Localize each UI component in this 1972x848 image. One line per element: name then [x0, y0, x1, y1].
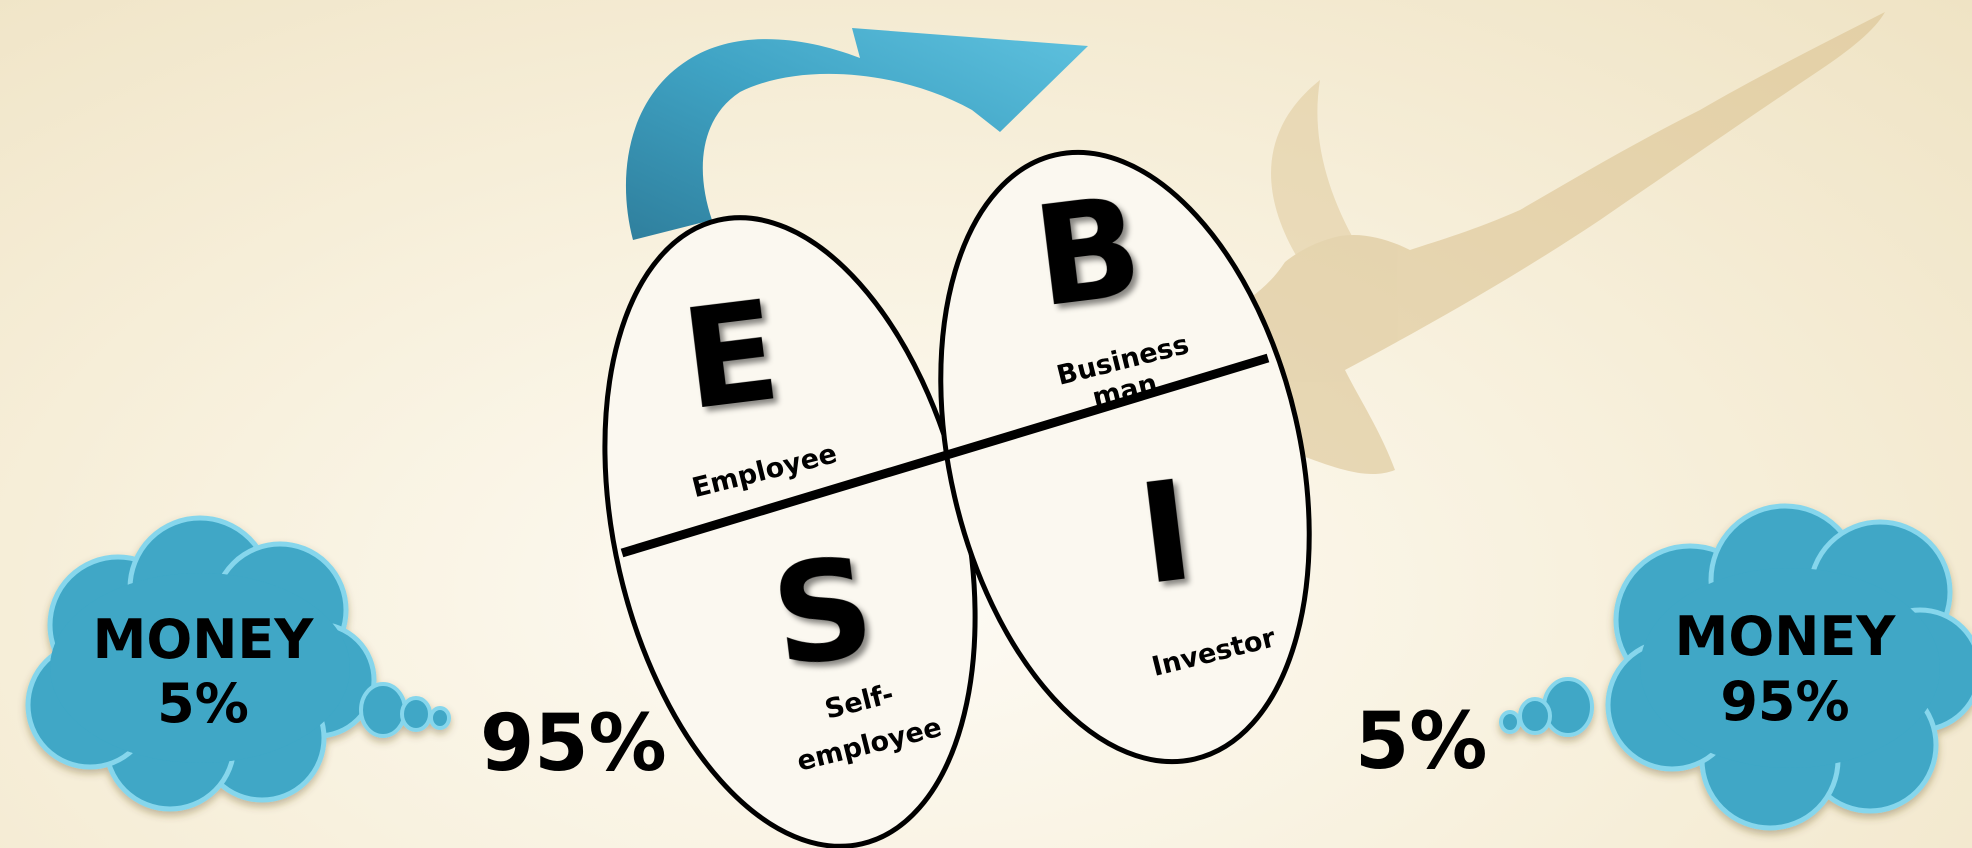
letter-b: B: [1026, 166, 1150, 339]
quadrant-divider-line: [620, 353, 1270, 558]
letter-s: S: [764, 526, 882, 698]
right-ellipse-bi: [938, 149, 1312, 765]
right-cloud-percent: 95%: [1720, 670, 1849, 733]
right-money-cloud: MONEY 95%: [1499, 503, 1972, 831]
left-cloud-percent: 5%: [157, 672, 249, 735]
left-money-cloud: MONEY 5%: [25, 515, 451, 812]
curved-arrow-icon: [625, 28, 1088, 240]
left-cloud-money-label: MONEY: [93, 608, 315, 671]
quadrant-business-man: B Business man: [1026, 166, 1192, 414]
left-population-percent: 95%: [480, 699, 667, 789]
right-population-percent: 5%: [1355, 697, 1487, 787]
right-cloud-money-label: MONEY: [1675, 605, 1897, 668]
letter-e: E: [674, 270, 787, 441]
